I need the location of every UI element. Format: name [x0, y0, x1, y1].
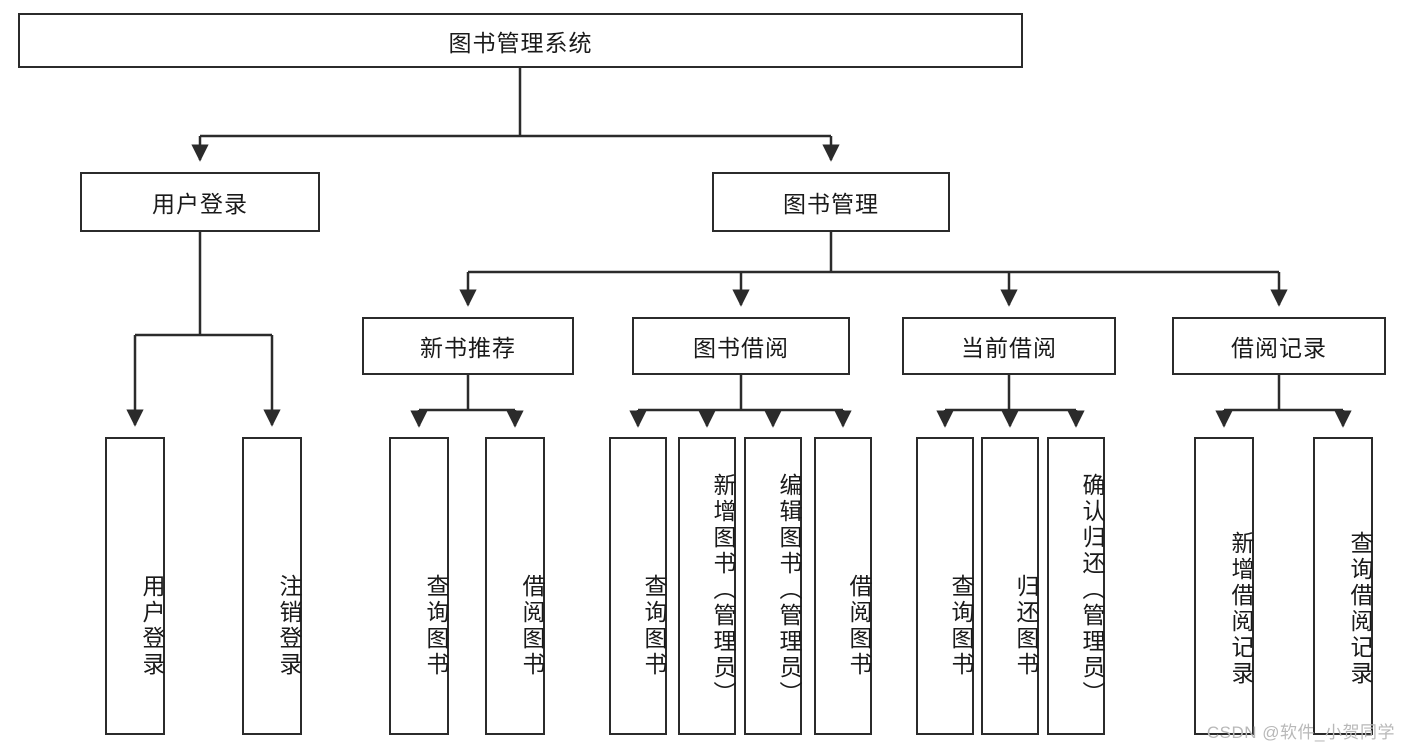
node-leaf-return-book[interactable]: 归还图书 — [981, 437, 1039, 735]
node-root-label: 图书管理系统 — [448, 29, 593, 56]
node-book-borrow-label: 图书借阅 — [693, 335, 789, 361]
node-leaf-add-book-label: 新增图书（管理员） — [710, 473, 736, 707]
node-leaf-logout-label: 注销登录 — [276, 574, 302, 678]
node-book-borrow[interactable]: 图书借阅 — [632, 317, 850, 375]
node-book-manage-label: 图书管理 — [783, 191, 879, 217]
node-leaf-user-login[interactable]: 用户登录 — [105, 437, 165, 735]
node-leaf-borrow-book-2-label: 借阅图书 — [846, 574, 872, 678]
node-leaf-edit-book-label: 编辑图书（管理员） — [776, 473, 802, 707]
node-borrow-record[interactable]: 借阅记录 — [1172, 317, 1386, 375]
node-leaf-edit-book[interactable]: 编辑图书（管理员） — [744, 437, 802, 735]
node-leaf-borrow-book-2[interactable]: 借阅图书 — [814, 437, 872, 735]
node-leaf-query-book-2-label: 查询图书 — [641, 574, 667, 678]
node-current-borrow-label: 当前借阅 — [961, 335, 1057, 361]
node-leaf-confirm-return-label: 确认归还（管理员） — [1079, 473, 1105, 707]
node-leaf-return-book-label: 归还图书 — [1013, 574, 1039, 678]
node-new-book-rec-label: 新书推荐 — [420, 335, 516, 361]
node-leaf-add-book[interactable]: 新增图书（管理员） — [678, 437, 736, 735]
node-leaf-borrow-book-1-label: 借阅图书 — [519, 574, 545, 678]
node-new-book-rec[interactable]: 新书推荐 — [362, 317, 574, 375]
node-leaf-logout[interactable]: 注销登录 — [242, 437, 302, 735]
node-leaf-query-record-label: 查询借阅记录 — [1347, 530, 1373, 687]
node-leaf-confirm-return[interactable]: 确认归还（管理员） — [1047, 437, 1105, 735]
node-leaf-query-book-1[interactable]: 查询图书 — [389, 437, 449, 735]
node-user-login-label: 用户登录 — [152, 191, 248, 217]
node-book-manage[interactable]: 图书管理 — [712, 172, 950, 232]
node-leaf-add-record-label: 新增借阅记录 — [1228, 530, 1254, 687]
node-current-borrow[interactable]: 当前借阅 — [902, 317, 1116, 375]
node-leaf-query-book-1-label: 查询图书 — [423, 574, 449, 678]
node-user-login[interactable]: 用户登录 — [80, 172, 320, 232]
watermark-text: CSDN @软件_小贺同学 — [1206, 723, 1395, 742]
node-borrow-record-label: 借阅记录 — [1231, 335, 1327, 361]
node-leaf-query-book-2[interactable]: 查询图书 — [609, 437, 667, 735]
node-leaf-query-book-3-label: 查询图书 — [948, 574, 974, 678]
node-root[interactable]: 图书管理系统 — [18, 13, 1023, 68]
node-leaf-borrow-book-1[interactable]: 借阅图书 — [485, 437, 545, 735]
node-leaf-query-book-3[interactable]: 查询图书 — [916, 437, 974, 735]
node-leaf-add-record[interactable]: 新增借阅记录 — [1194, 437, 1254, 735]
node-leaf-query-record[interactable]: 查询借阅记录 — [1313, 437, 1373, 735]
node-leaf-user-login-label: 用户登录 — [139, 574, 165, 678]
